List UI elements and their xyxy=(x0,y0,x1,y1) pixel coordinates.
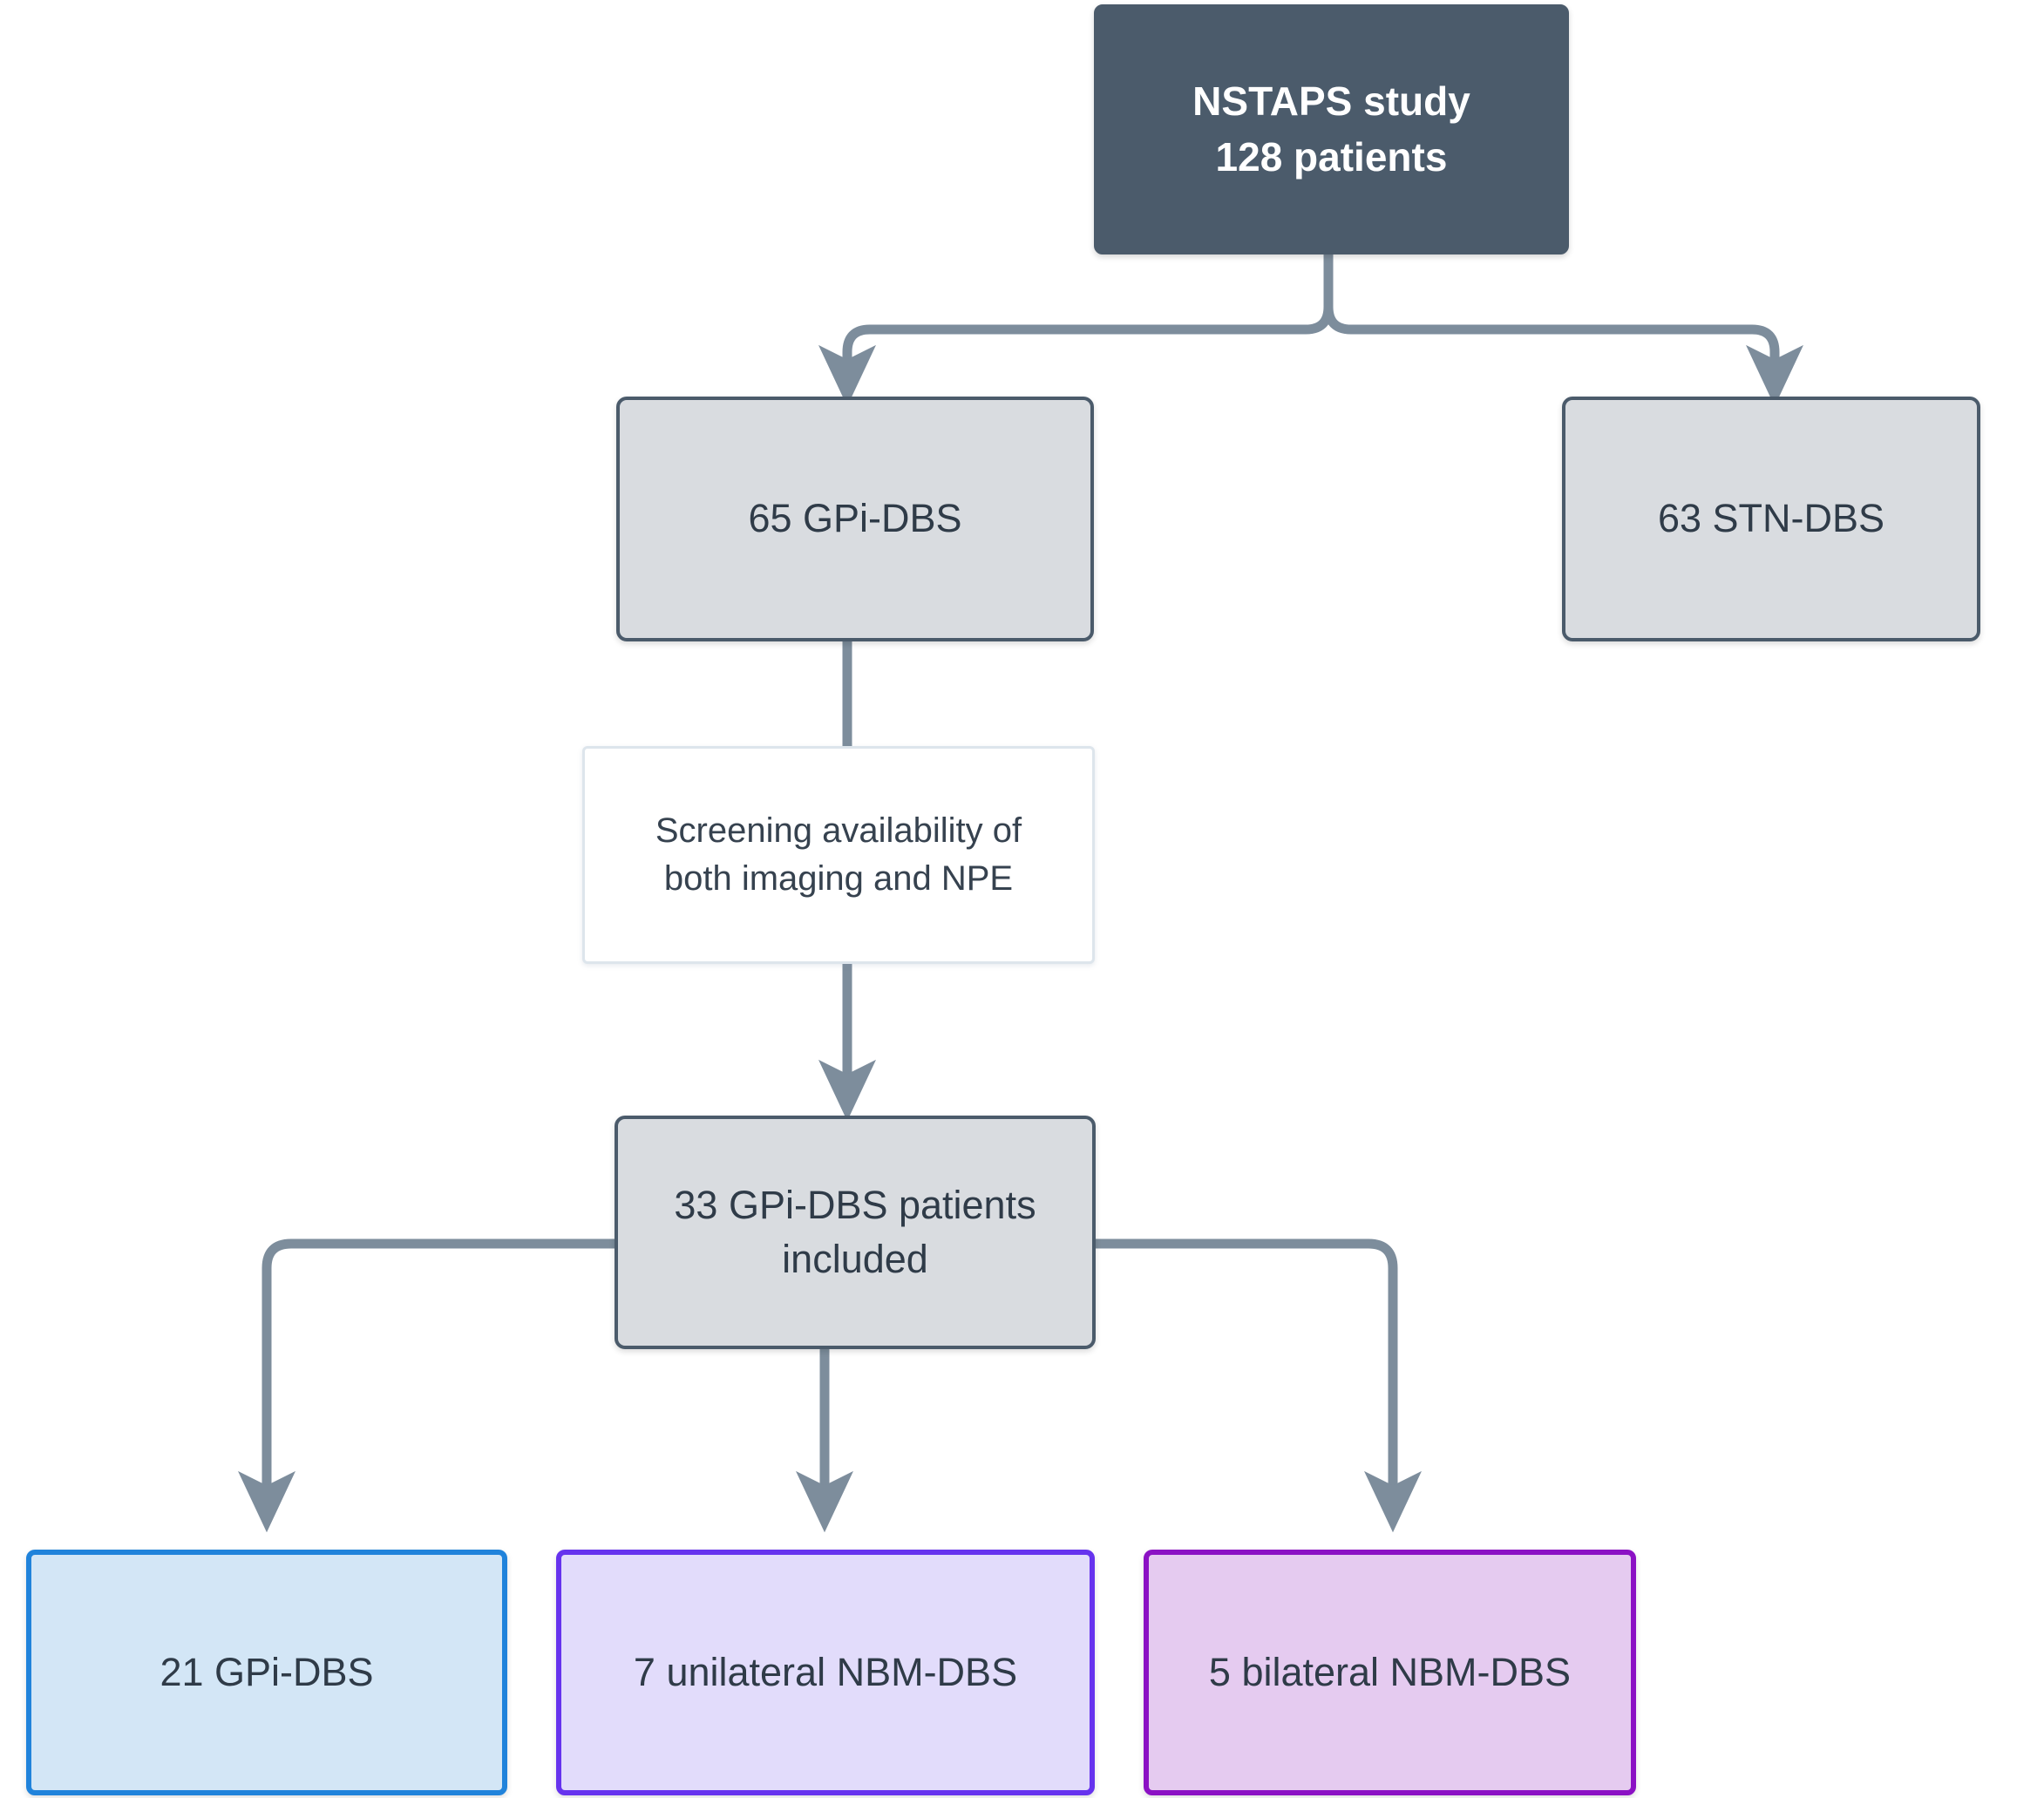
node-33-gpi-dbs-included[interactable]: 33 GPi-DBS patients included xyxy=(615,1116,1096,1349)
node-33-gpi-dbs-included-label: 33 GPi-DBS patients included xyxy=(674,1182,1036,1281)
edge-included-to-gpi xyxy=(238,1238,620,1533)
node-7-unilateral-nbm-dbs[interactable]: 7 unilateral NBM-DBS xyxy=(556,1550,1095,1795)
node-21-gpi-dbs[interactable]: 21 GPi-DBS xyxy=(26,1550,507,1795)
edge-root-to-stn xyxy=(1323,302,1804,407)
node-5-bilateral-nbm-dbs[interactable]: 5 bilateral NBM-DBS xyxy=(1144,1550,1636,1795)
edge-included-to-bilateral xyxy=(1090,1238,1423,1533)
node-5-bilateral-nbm-dbs-label: 5 bilateral NBM-DBS xyxy=(1208,1649,1572,1694)
node-nstaps-study-label: NSTAPS study 128 patients xyxy=(1192,78,1470,180)
node-7-unilateral-nbm-dbs-label: 7 unilateral NBM-DBS xyxy=(633,1649,1018,1694)
edge-root-split xyxy=(818,249,1334,407)
node-65-gpi-dbs-label: 65 GPi-DBS xyxy=(748,496,962,541)
node-63-stn-dbs-label: 63 STN-DBS xyxy=(1657,496,1885,541)
node-nstaps-study[interactable]: NSTAPS study 128 patients xyxy=(1094,4,1569,254)
node-63-stn-dbs[interactable]: 63 STN-DBS xyxy=(1562,397,1980,641)
node-65-gpi-dbs[interactable]: 65 GPi-DBS xyxy=(616,397,1094,641)
node-screening-criteria[interactable]: Screening availability of both imaging a… xyxy=(582,746,1095,964)
node-21-gpi-dbs-label: 21 GPi-DBS xyxy=(160,1649,374,1694)
node-screening-criteria-label: Screening availability of both imaging a… xyxy=(655,811,1022,898)
